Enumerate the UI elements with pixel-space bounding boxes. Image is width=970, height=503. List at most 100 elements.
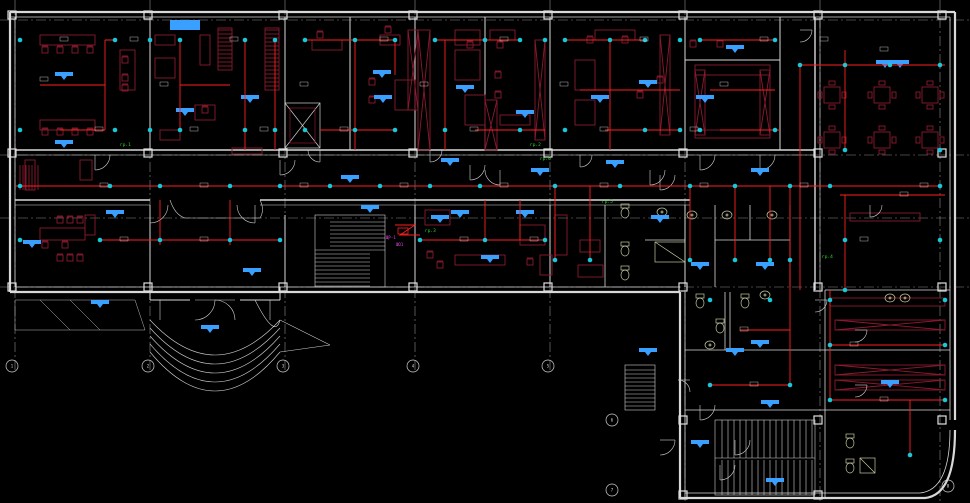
- light-fixture: [552, 183, 558, 189]
- light-fixture: [827, 397, 833, 403]
- door-swing: [469, 164, 486, 181]
- circuit-label-box: [229, 36, 239, 42]
- light-fixture: [787, 257, 793, 263]
- light-tag: [55, 72, 73, 80]
- light-fixture: [352, 127, 358, 133]
- desk: [594, 29, 636, 41]
- grid-bubble-4: 4: [406, 359, 420, 373]
- desk: [539, 254, 553, 276]
- cabinet: [659, 34, 671, 136]
- entrance-curved-steps: [149, 299, 331, 392]
- light-fixture: [517, 37, 523, 43]
- door-swing: [854, 384, 868, 398]
- sink: [721, 210, 733, 220]
- light-fixture: [227, 237, 233, 243]
- svg-text:3: 3: [282, 364, 285, 369]
- grid-bubble-2: 2: [141, 359, 155, 373]
- circuit-label-box: [899, 191, 909, 197]
- light-tag: [761, 400, 779, 408]
- light-fixture: [677, 127, 683, 133]
- structural-column: [143, 10, 153, 20]
- door-swing: [854, 329, 868, 343]
- sink: [686, 210, 698, 220]
- desk: [159, 129, 181, 141]
- circuit-label-box: [199, 236, 209, 242]
- desk: [311, 39, 343, 51]
- door-swing: [149, 204, 169, 224]
- light-tag: [891, 60, 909, 68]
- exterior-stair: [624, 364, 656, 411]
- dining-table-set: [867, 125, 897, 155]
- light-fixture: [327, 183, 333, 189]
- office-furniture: [19, 25, 946, 391]
- cabinet: [834, 319, 946, 331]
- desk: [119, 49, 136, 91]
- light-fixture: [227, 183, 233, 189]
- ramp-area: [14, 299, 146, 331]
- light-fixture: [842, 287, 848, 293]
- light-tag: [756, 262, 774, 270]
- light-tag: [876, 60, 894, 68]
- door-swing: [699, 404, 716, 421]
- light-fixture: [392, 37, 398, 43]
- structural-column: [7, 10, 17, 20]
- elevator-shaft: [284, 102, 321, 149]
- light-tag: [431, 215, 449, 223]
- door-swing: [799, 29, 813, 43]
- chair: [61, 240, 69, 249]
- main-staircase: [314, 214, 386, 288]
- circuit-label-box: [259, 126, 269, 132]
- desk: [154, 34, 176, 46]
- light-tag: [361, 205, 379, 213]
- chair: [494, 90, 502, 99]
- door-swing: [307, 149, 321, 163]
- structural-column: [543, 10, 553, 20]
- light-tag: [516, 110, 534, 118]
- chair: [316, 30, 324, 39]
- light-fixture: [542, 237, 548, 243]
- svg-text:гр.1: гр.1: [120, 142, 131, 148]
- door-swing: [194, 299, 216, 321]
- light-tag: [456, 85, 474, 93]
- dining-table-set: [867, 80, 897, 110]
- sink: [759, 290, 771, 300]
- circuit-label-box: [699, 182, 709, 188]
- light-fixture: [272, 37, 278, 43]
- light-fixture: [827, 297, 833, 303]
- light-tag: [639, 348, 657, 356]
- circuit-label-box: [399, 182, 409, 188]
- circuit-label-box: [499, 36, 509, 42]
- shower-tray: [654, 241, 686, 263]
- circuit-label-box: [599, 182, 609, 188]
- desk: [464, 94, 486, 126]
- panel-label-1: гр.1: [120, 142, 131, 148]
- toilet: [715, 318, 725, 334]
- light-fixture: [707, 382, 713, 388]
- svg-text:гр.3: гр.3: [425, 228, 436, 234]
- desk: [194, 104, 216, 121]
- cabinet: [694, 69, 706, 136]
- light-fixture: [562, 127, 568, 133]
- lighting-circuits: [15, 39, 945, 455]
- sink: [884, 293, 896, 303]
- shower-diagonal: [859, 457, 876, 474]
- structural-column: [7, 148, 17, 158]
- light-tag: [751, 340, 769, 348]
- chair: [71, 45, 79, 54]
- door-swing: [649, 169, 666, 186]
- svg-text:7: 7: [611, 488, 614, 493]
- light-fixture: [417, 237, 423, 243]
- chair: [66, 215, 74, 224]
- svg-text:гр.6: гр.6: [540, 156, 551, 162]
- circuit-label-box: [39, 76, 49, 82]
- light-tag: [201, 325, 219, 333]
- structural-column: [408, 148, 418, 158]
- cabinet: [407, 29, 419, 111]
- structural-column: [937, 282, 947, 292]
- light-fixture: [772, 127, 778, 133]
- chair: [586, 35, 594, 44]
- circuit-label-box: [759, 36, 769, 42]
- light-tag: [241, 95, 259, 103]
- light-fixture: [562, 37, 568, 43]
